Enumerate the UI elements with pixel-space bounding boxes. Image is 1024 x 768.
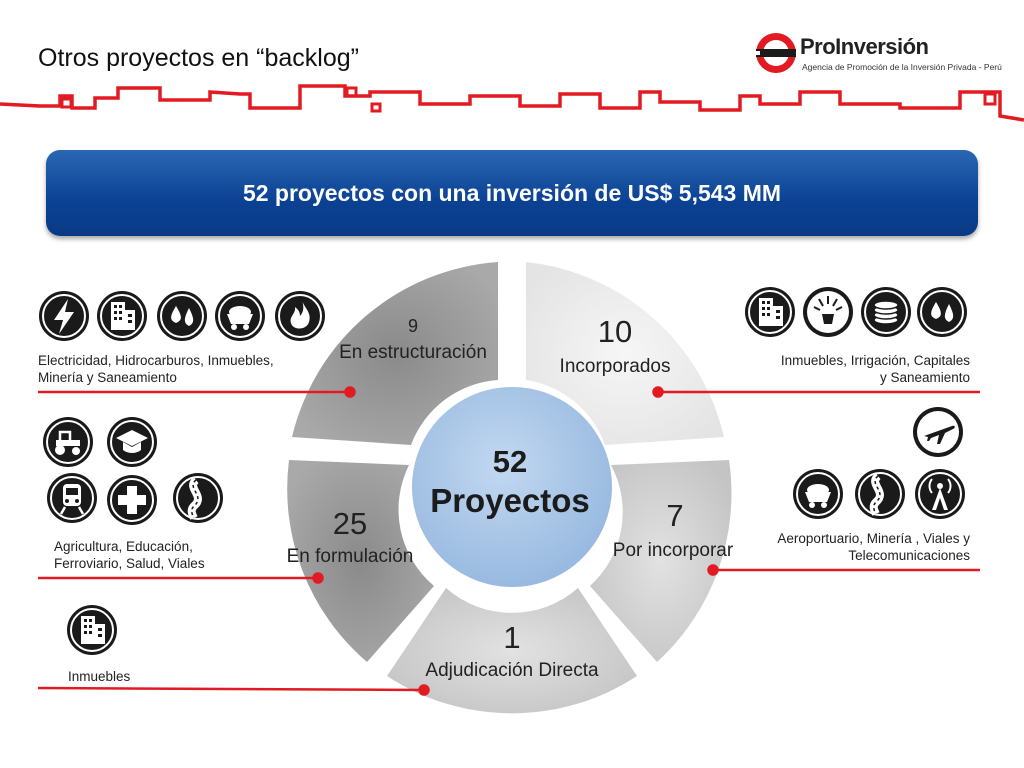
proinversion-logo [754,33,796,73]
building-icon [66,604,118,656]
logo-tagline: Agencia de Promoción de la Inversión Pri… [802,62,1002,72]
center-total-label: Proyectos [430,482,590,519]
segment-label: En estructuración [339,342,487,363]
lightning-icon [38,290,90,342]
page-title: Otros proyectos en “backlog” [38,44,359,72]
water-drops-icon [916,286,968,338]
airplane-icon [912,406,964,458]
graduation-cap-icon [106,416,158,468]
flame-icon [274,290,326,342]
train-icon [46,472,98,524]
road-icon [854,468,906,520]
building-icon [744,286,796,338]
segment-label: Adjudicación Directa [425,660,599,681]
center-circle [412,387,612,587]
segment-label: Incorporados [559,356,671,377]
sector-list-formulacion: Agricultura, Educación,Ferroviario, Salu… [54,539,205,571]
center-total-number: 52 [492,444,528,479]
segment-label: Por incorporar [612,540,734,561]
sector-list-adjudicacion: Inmuebles [68,669,131,684]
segment-en-formulacion [287,460,434,662]
segment-adjudicacion-directa [387,588,637,714]
road-icon [172,472,224,524]
segment-por-incorporar [590,460,732,662]
segment-number: 10 [597,314,633,349]
segment-number: 1 [503,620,521,655]
sector-list-estructuracion: Electricidad, Hidrocarburos, Inmuebles,M… [38,353,274,385]
irrigation-icon [802,286,854,338]
summary-banner: 52 proyectos con una inversión de US$ 5,… [46,150,978,236]
antenna-icon [914,468,966,520]
banner-text: 52 proyectos con una inversión de US$ 5,… [242,179,782,206]
health-cross-icon [106,474,158,526]
building-icon [96,290,148,342]
logo-name: ProInversión [800,34,929,59]
segment-number: 9 [407,316,418,336]
segment-number: 7 [666,498,684,533]
mining-cart-icon [792,468,844,520]
segment-incorporados [526,262,724,445]
coins-icon [860,286,912,338]
segment-number: 25 [332,506,368,541]
water-drops-icon [156,290,208,342]
mining-cart-icon [214,290,266,342]
skyline-decoration [0,84,1024,122]
tractor-icon [42,416,94,468]
segment-en-estructuracion [292,262,498,445]
segment-label: En formulación [286,546,414,567]
